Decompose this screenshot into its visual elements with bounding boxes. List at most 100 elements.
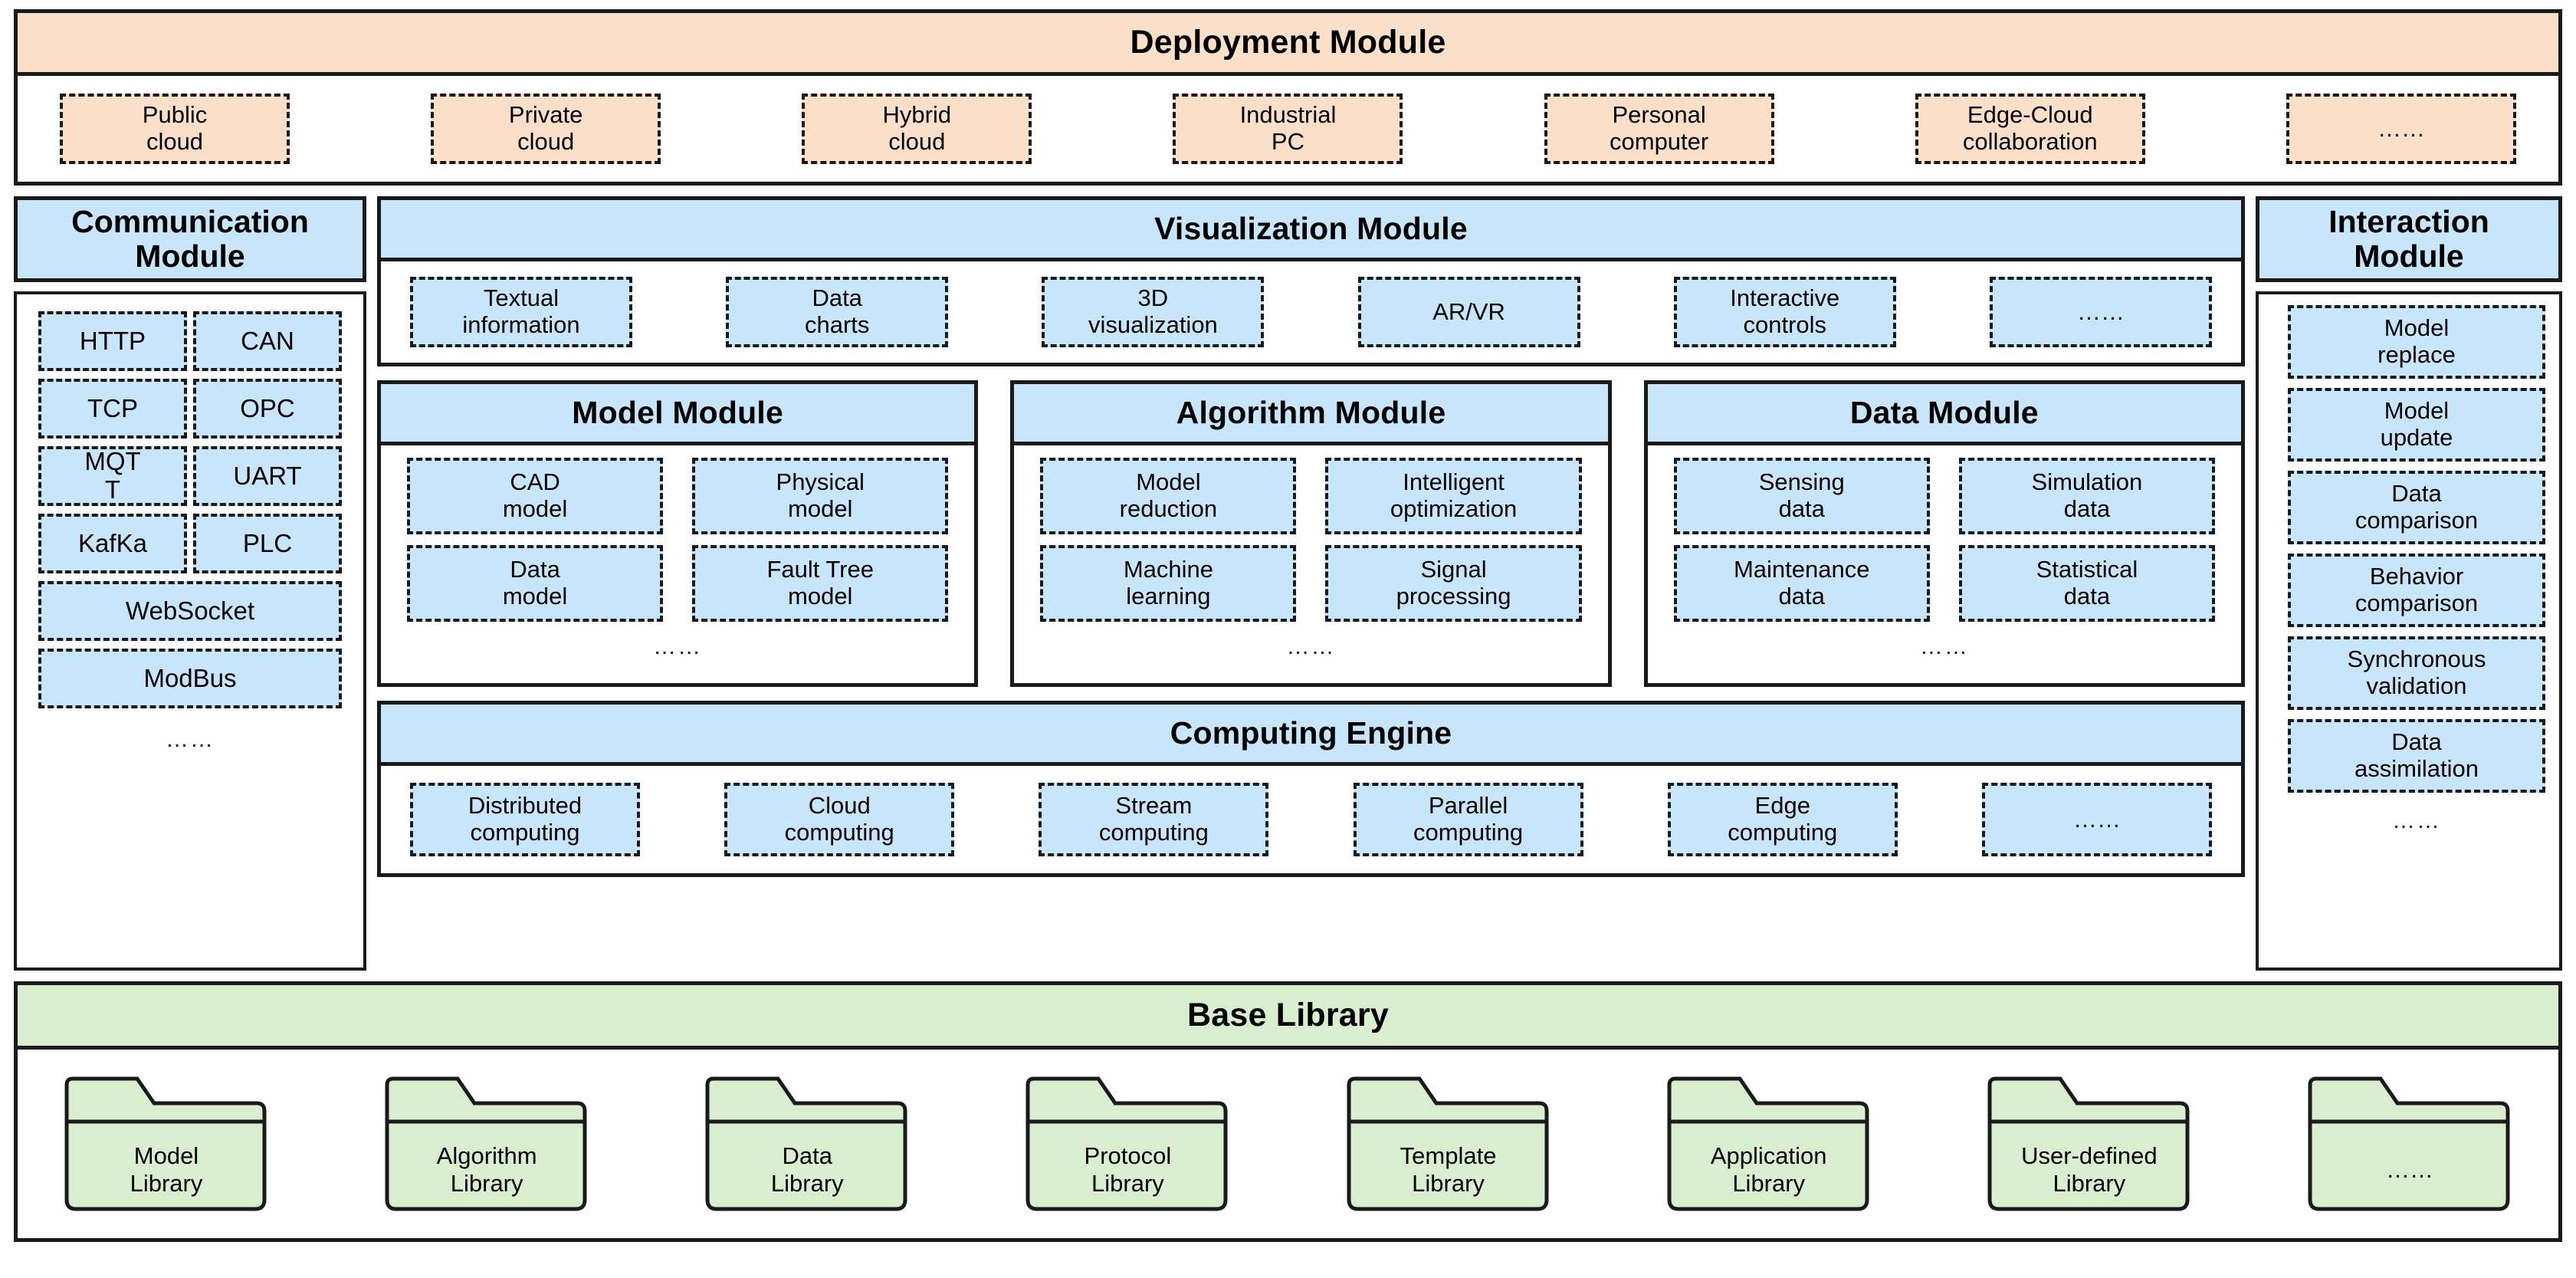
folder-icon xyxy=(1025,1076,1228,1211)
base-library-title: Base Library xyxy=(18,985,2558,1050)
protocol-tcp[interactable]: TCP xyxy=(38,379,187,439)
protocol-uart[interactable]: UART xyxy=(193,446,342,506)
visualization-item-ar-vr[interactable]: AR/VR xyxy=(1357,277,1580,347)
folder-icon xyxy=(1987,1076,2190,1211)
protocol-modbus[interactable]: ModBus xyxy=(38,649,342,708)
library-folder-more[interactable]: …… xyxy=(2307,1074,2512,1214)
computing-item-more[interactable]: …… xyxy=(1981,783,2212,856)
folder-icon xyxy=(385,1076,587,1211)
protocol-opc[interactable]: OPC xyxy=(193,379,342,439)
protocol-websocket[interactable]: WebSocket xyxy=(38,581,342,641)
visualization-module-title: Visualization Module xyxy=(381,200,2241,261)
model-module-title: Model Module xyxy=(381,384,975,445)
algorithm-module-more-dots: …… xyxy=(1286,634,1336,659)
protocol-http[interactable]: HTTP xyxy=(38,311,187,371)
folder-icon xyxy=(1667,1076,1869,1211)
protocol-plc[interactable]: PLC xyxy=(193,514,342,573)
folder-icon xyxy=(1347,1076,1549,1211)
protocol-can[interactable]: CAN xyxy=(193,311,342,371)
model-module-more-dots: …… xyxy=(653,634,703,659)
data-module-more-dots: …… xyxy=(1919,634,1969,659)
folder-icon xyxy=(705,1076,907,1211)
folder-icon xyxy=(2308,1076,2510,1211)
visualization-item-more[interactable]: …… xyxy=(1989,277,2212,347)
deployment-item-more[interactable]: …… xyxy=(2286,94,2516,164)
algorithm-module-title: Algorithm Module xyxy=(1014,384,1608,445)
data-module-title: Data Module xyxy=(1647,384,2241,445)
deployment-module-title: Deployment Module xyxy=(18,13,2558,76)
computing-engine-title: Computing Engine xyxy=(381,705,2241,766)
interaction-more-dots: …… xyxy=(2392,808,2441,833)
communication-more-dots: …… xyxy=(166,727,215,752)
folder-icon xyxy=(64,1076,267,1211)
protocol-kafka[interactable]: KafKa xyxy=(38,514,187,573)
